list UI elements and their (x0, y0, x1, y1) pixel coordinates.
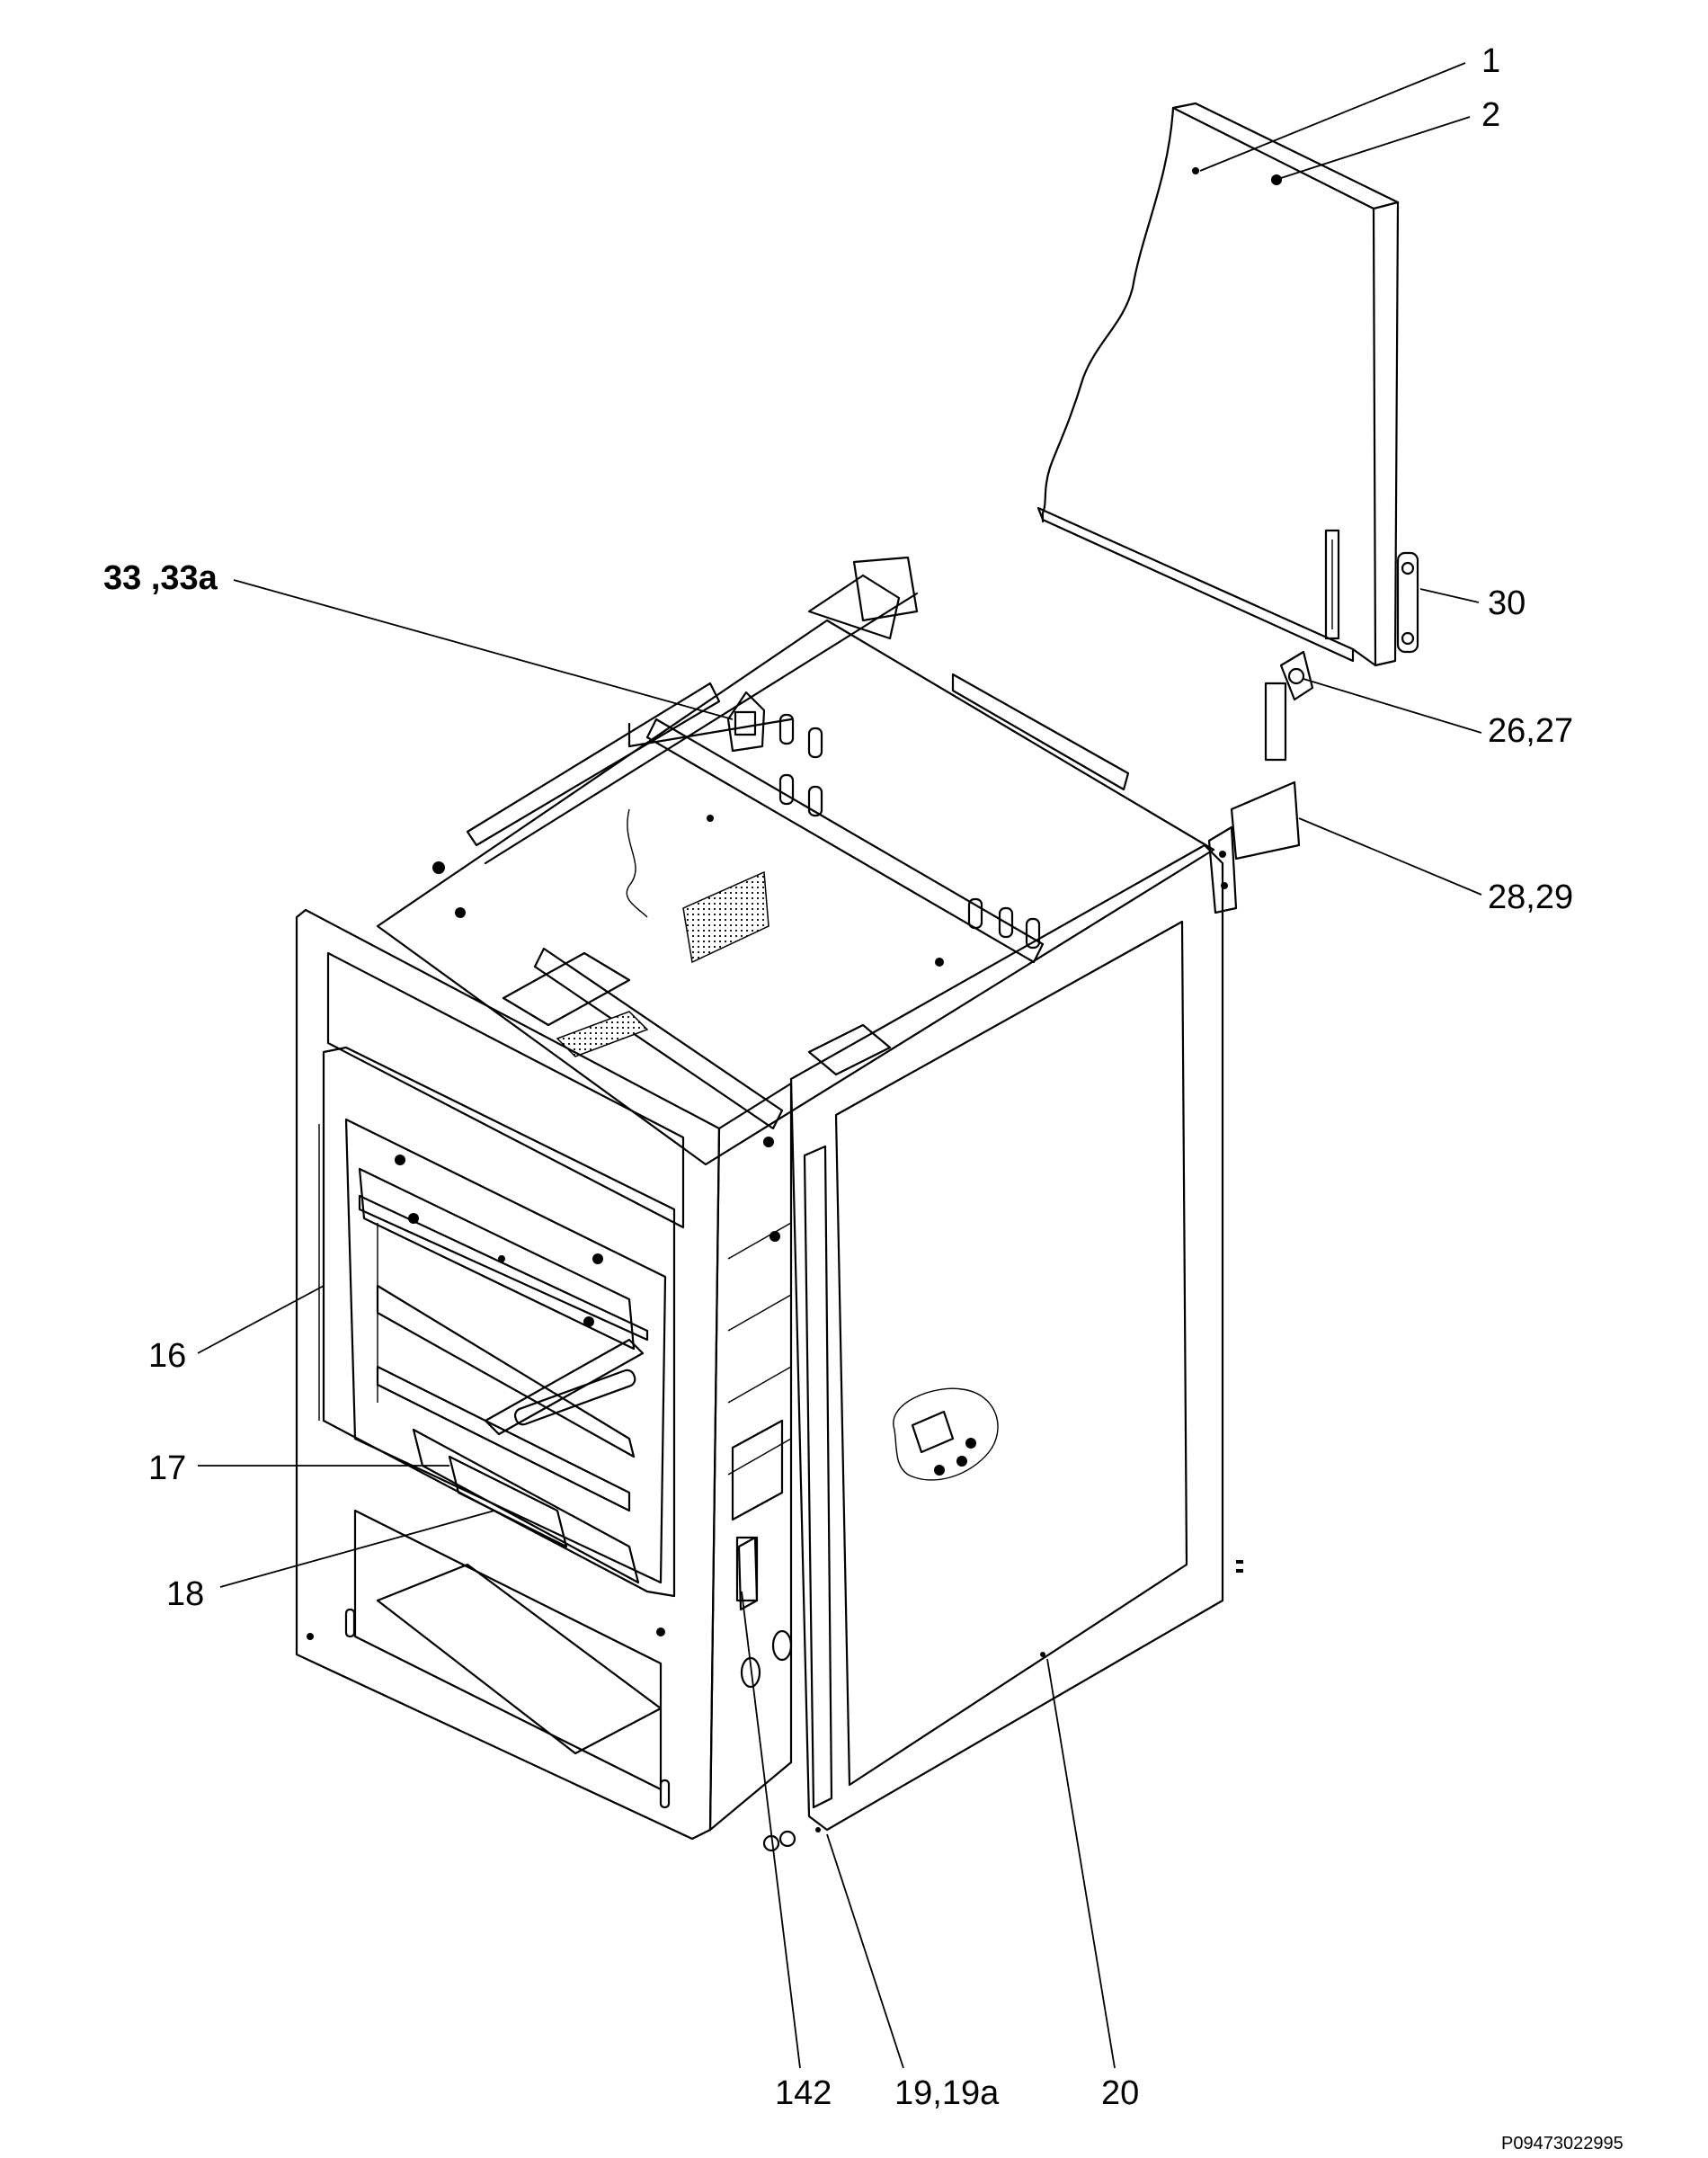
callout-18: 18 (166, 1575, 204, 1613)
oven-top-frame (376, 556, 1215, 1166)
callout-1: 1 (1481, 42, 1500, 80)
hinge-part-30 (1396, 551, 1419, 654)
callout-2: 2 (1481, 96, 1500, 134)
side-panel-part-20 (789, 843, 1243, 1832)
oven-front-frame (295, 908, 721, 1841)
callout-28-29: 28,29 (1488, 878, 1573, 916)
callout-20: 20 (1101, 2074, 1139, 2112)
hinge-part-26-27 (1264, 650, 1314, 762)
callout-17: 17 (148, 1449, 186, 1487)
callout-142: 142 (775, 2074, 832, 2112)
callout-19-19a: 19,19a (894, 2074, 1000, 2112)
oven-side-cavity (708, 1082, 793, 1832)
callout-16: 16 (148, 1337, 186, 1375)
strip-part-19 (803, 1145, 833, 1833)
document-id: P09473022995 (1501, 2134, 1623, 2154)
callout-30: 30 (1488, 584, 1526, 622)
top-panel (1036, 102, 1400, 667)
callout-26-27: 26,27 (1488, 712, 1573, 750)
callout-33-33a: 33 ,33a (103, 559, 218, 597)
leader-lines (197, 62, 1482, 2069)
hinge-part-142 (735, 1536, 796, 1852)
